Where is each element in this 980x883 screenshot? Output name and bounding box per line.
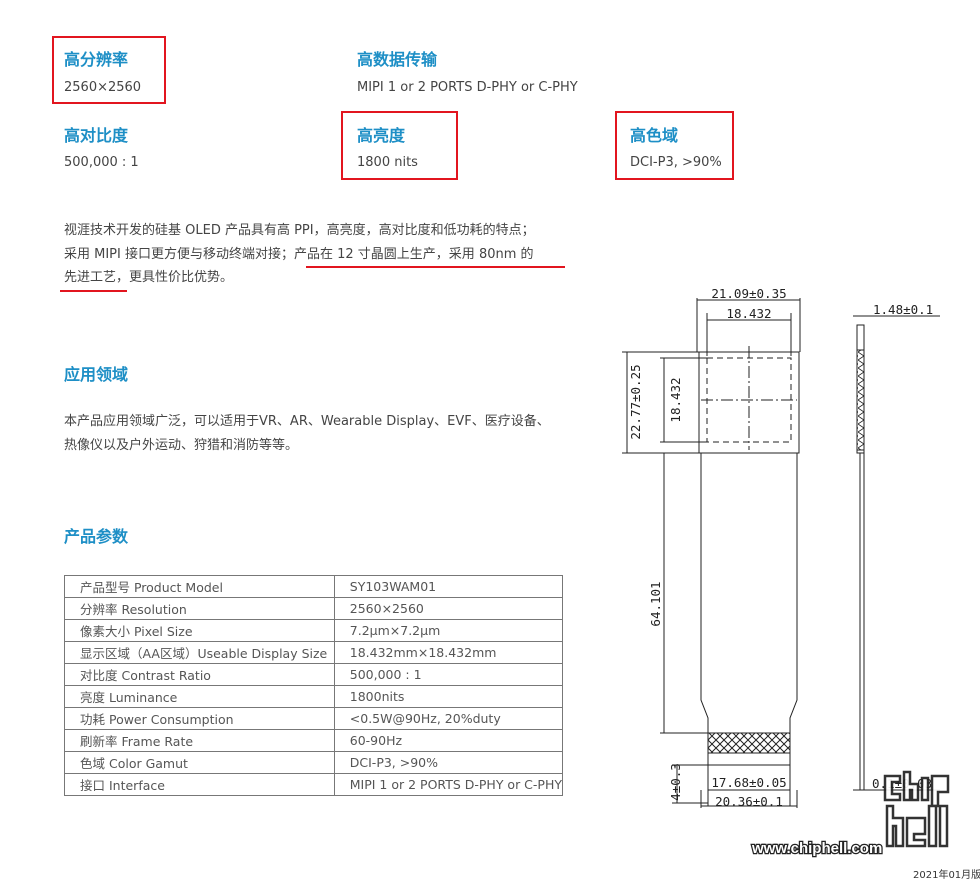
intro-line-2-b: 产品在 12 寸晶圆上生产，采用 80nm 的: [294, 247, 534, 262]
dim-tail-height: 4±0.3: [668, 763, 683, 801]
param-label: 对比度 Contrast Ratio: [64, 663, 335, 686]
param-label: 亮度 Luminance: [64, 685, 335, 708]
param-value: 7.2μm×7.2μm: [333, 619, 564, 642]
watermark-url: www.chiphell.com: [751, 840, 882, 857]
param-label: 产品型号 Product Model: [64, 575, 335, 598]
spec-title-color-gamut: 高色域: [630, 126, 679, 145]
params-title: 产品参数: [64, 527, 129, 546]
spec-value-color-gamut: DCI-P3, >90%: [630, 155, 722, 170]
param-value: 60-90Hz: [333, 729, 564, 752]
table-row: 功耗 Power Consumption<0.5W@90Hz, 20%duty: [64, 707, 564, 730]
param-value: SY103WAM01: [333, 575, 564, 598]
underline-process-1: [306, 266, 565, 268]
spec-value-contrast: 500,000 : 1: [64, 155, 139, 170]
intro-line-3: 先进工艺，更具性价比优势。: [64, 266, 233, 290]
dim-bottom-inner: 17.68±0.05: [711, 775, 786, 790]
spec-title-data-transfer: 高数据传输: [357, 50, 438, 69]
dim-fpc-length: 64.101: [648, 581, 663, 626]
param-value: DCI-P3, >90%: [333, 751, 564, 774]
param-label: 分辨率 Resolution: [64, 597, 335, 620]
highlight-box-color-gamut: [615, 111, 734, 180]
dim-bottom-outer: 20.36±0.1: [715, 794, 783, 809]
intro-line-3-b: ，更具性价比优势。: [116, 270, 234, 285]
spec-title-resolution: 高分辨率: [64, 50, 129, 69]
param-label: 显示区域（AA区域）Useable Display Size: [64, 641, 335, 664]
param-label: 功耗 Power Consumption: [64, 707, 335, 730]
param-label: 接口 Interface: [64, 773, 335, 796]
dim-thickness: 1.48±0.1: [873, 302, 933, 317]
param-value: 500,000 : 1: [333, 663, 564, 686]
param-label: 色域 Color Gamut: [64, 751, 335, 774]
application-title: 应用领域: [64, 365, 129, 384]
param-label: 像素大小 Pixel Size: [64, 619, 335, 642]
param-value: MIPI 1 or 2 PORTS D-PHY or C-PHY: [333, 773, 564, 796]
footer-date: 2021年01月版: [913, 870, 980, 881]
underline-process-2: [60, 290, 127, 292]
spec-value-resolution: 2560×2560: [64, 80, 142, 95]
dim-top-outer: 21.09±0.35: [711, 286, 786, 301]
intro-line-2: 采用 MIPI 接口更方便与移动终端对接；产品在 12 寸晶圆上生产，采用 80…: [64, 243, 534, 267]
intro-line-1: 视涯技术开发的硅基 OLED 产品具有高 PPI，高亮度，高对比度和低功耗的特点…: [64, 223, 535, 238]
param-label: 刷新率 Frame Rate: [64, 729, 335, 752]
application-line-1: 本产品应用领域广泛，可以适用于VR、AR、Wearable Display、EV…: [64, 414, 550, 429]
param-value: 1800nits: [333, 685, 564, 708]
param-value: 18.432mm×18.432mm: [333, 641, 564, 664]
spec-title-brightness: 高亮度: [357, 126, 406, 145]
highlight-box-brightness: [341, 111, 458, 180]
spec-title-contrast: 高对比度: [64, 126, 129, 145]
intro-line-3-a: 先进工艺: [64, 270, 117, 285]
chiphell-logo: www.chiphell.com: [750, 770, 950, 858]
dim-left-height: 22.77±0.25: [628, 364, 643, 439]
dim-top-inner: 18.432: [726, 306, 771, 321]
intro-line-2-a: 采用 MIPI 接口更方便与移动终端对接；: [64, 247, 294, 262]
mechanical-drawing: 21.09±0.35 18.432 1.48±0.1 22.77±0.25 18…: [622, 286, 950, 858]
spec-value-data-transfer: MIPI 1 or 2 PORTS D-PHY or C-PHY: [357, 80, 578, 95]
spec-value-brightness: 1800 nits: [357, 155, 418, 170]
application-line-2: 热像仪以及户外运动、狩猎和消防等等。: [64, 438, 299, 453]
dim-left-inner: 18.432: [668, 377, 683, 422]
highlight-box-resolution: [52, 36, 166, 104]
param-value: <0.5W@90Hz, 20%duty: [333, 707, 564, 730]
param-value: 2560×2560: [333, 597, 564, 620]
